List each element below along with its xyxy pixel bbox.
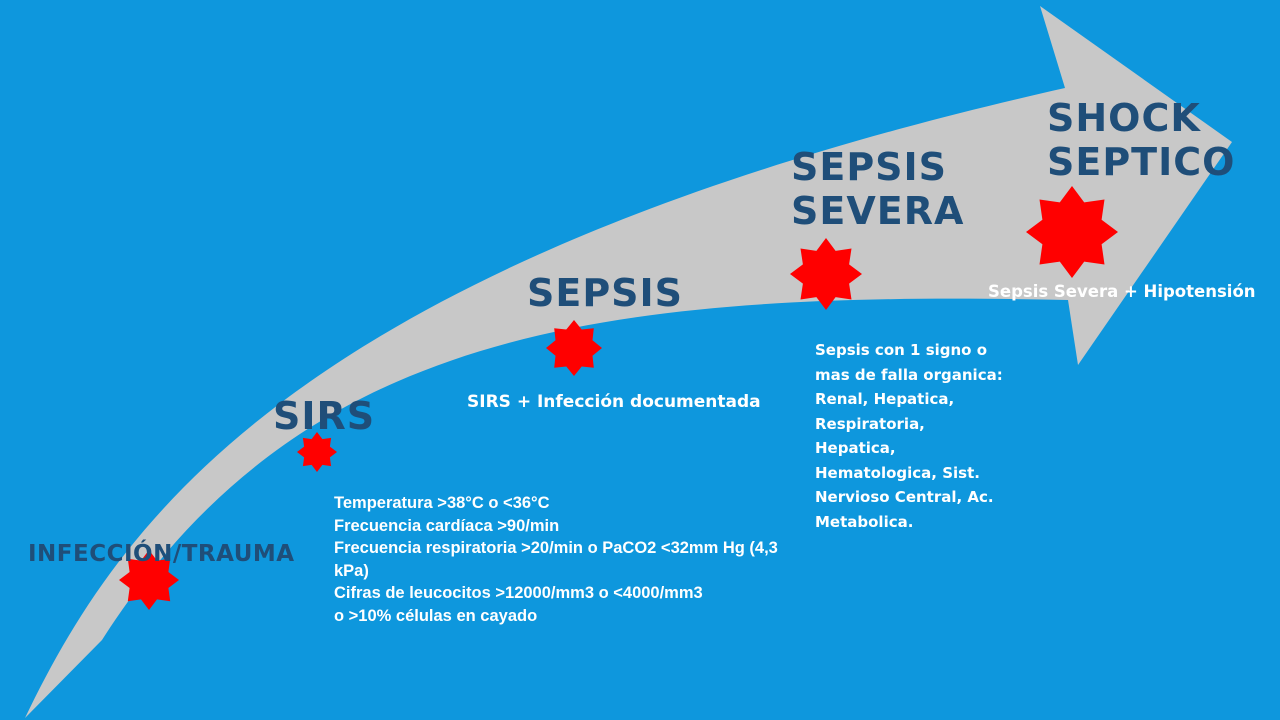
sirs-criterion-respiratory-rate: Frecuencia respiratoria >20/min o PaCO2 … [334, 539, 778, 580]
sirs-star-icon [297, 432, 337, 472]
stage-title-sirs: SIRS [273, 394, 376, 438]
sepsis-severa-star-icon [790, 238, 862, 310]
sirs-criterion-leukocytes: Cifras de leucocitos >12000/mm3 o <4000/… [334, 584, 703, 602]
sepsis-description: SIRS + Infección documentada [467, 392, 761, 412]
stage-markers [119, 186, 1118, 610]
shock-septico-star-icon [1026, 186, 1118, 278]
stage-title-sepsis: SEPSIS [527, 271, 684, 315]
sirs-criteria-list: Temperatura >38°C o <36°C Frecuencia car… [334, 492, 934, 627]
progression-arrow [25, 6, 1232, 718]
infeccion-star-icon [119, 550, 179, 610]
sirs-criterion-bands: o >10% células en cayado [334, 606, 538, 625]
sirs-criterion-heart-rate: Frecuencia cardíaca >90/min [334, 516, 560, 535]
sirs-criterion-temperature: Temperatura >38°C o <36°C [334, 494, 550, 512]
shock-septico-description: Sepsis Severa + Hipotensión [988, 282, 1256, 301]
stage-title-sepsis-severa: SEPSIS SEVERA [791, 145, 965, 234]
sepsis-star-icon [546, 320, 602, 376]
stage-title-shock-septico: SHOCK SEPTICO [1047, 96, 1236, 185]
stage-title-infeccion: INFECCIÓN/TRAUMA [28, 541, 295, 567]
sepsis-severa-description: Sepsis con 1 signo o mas de falla organi… [815, 341, 1003, 531]
